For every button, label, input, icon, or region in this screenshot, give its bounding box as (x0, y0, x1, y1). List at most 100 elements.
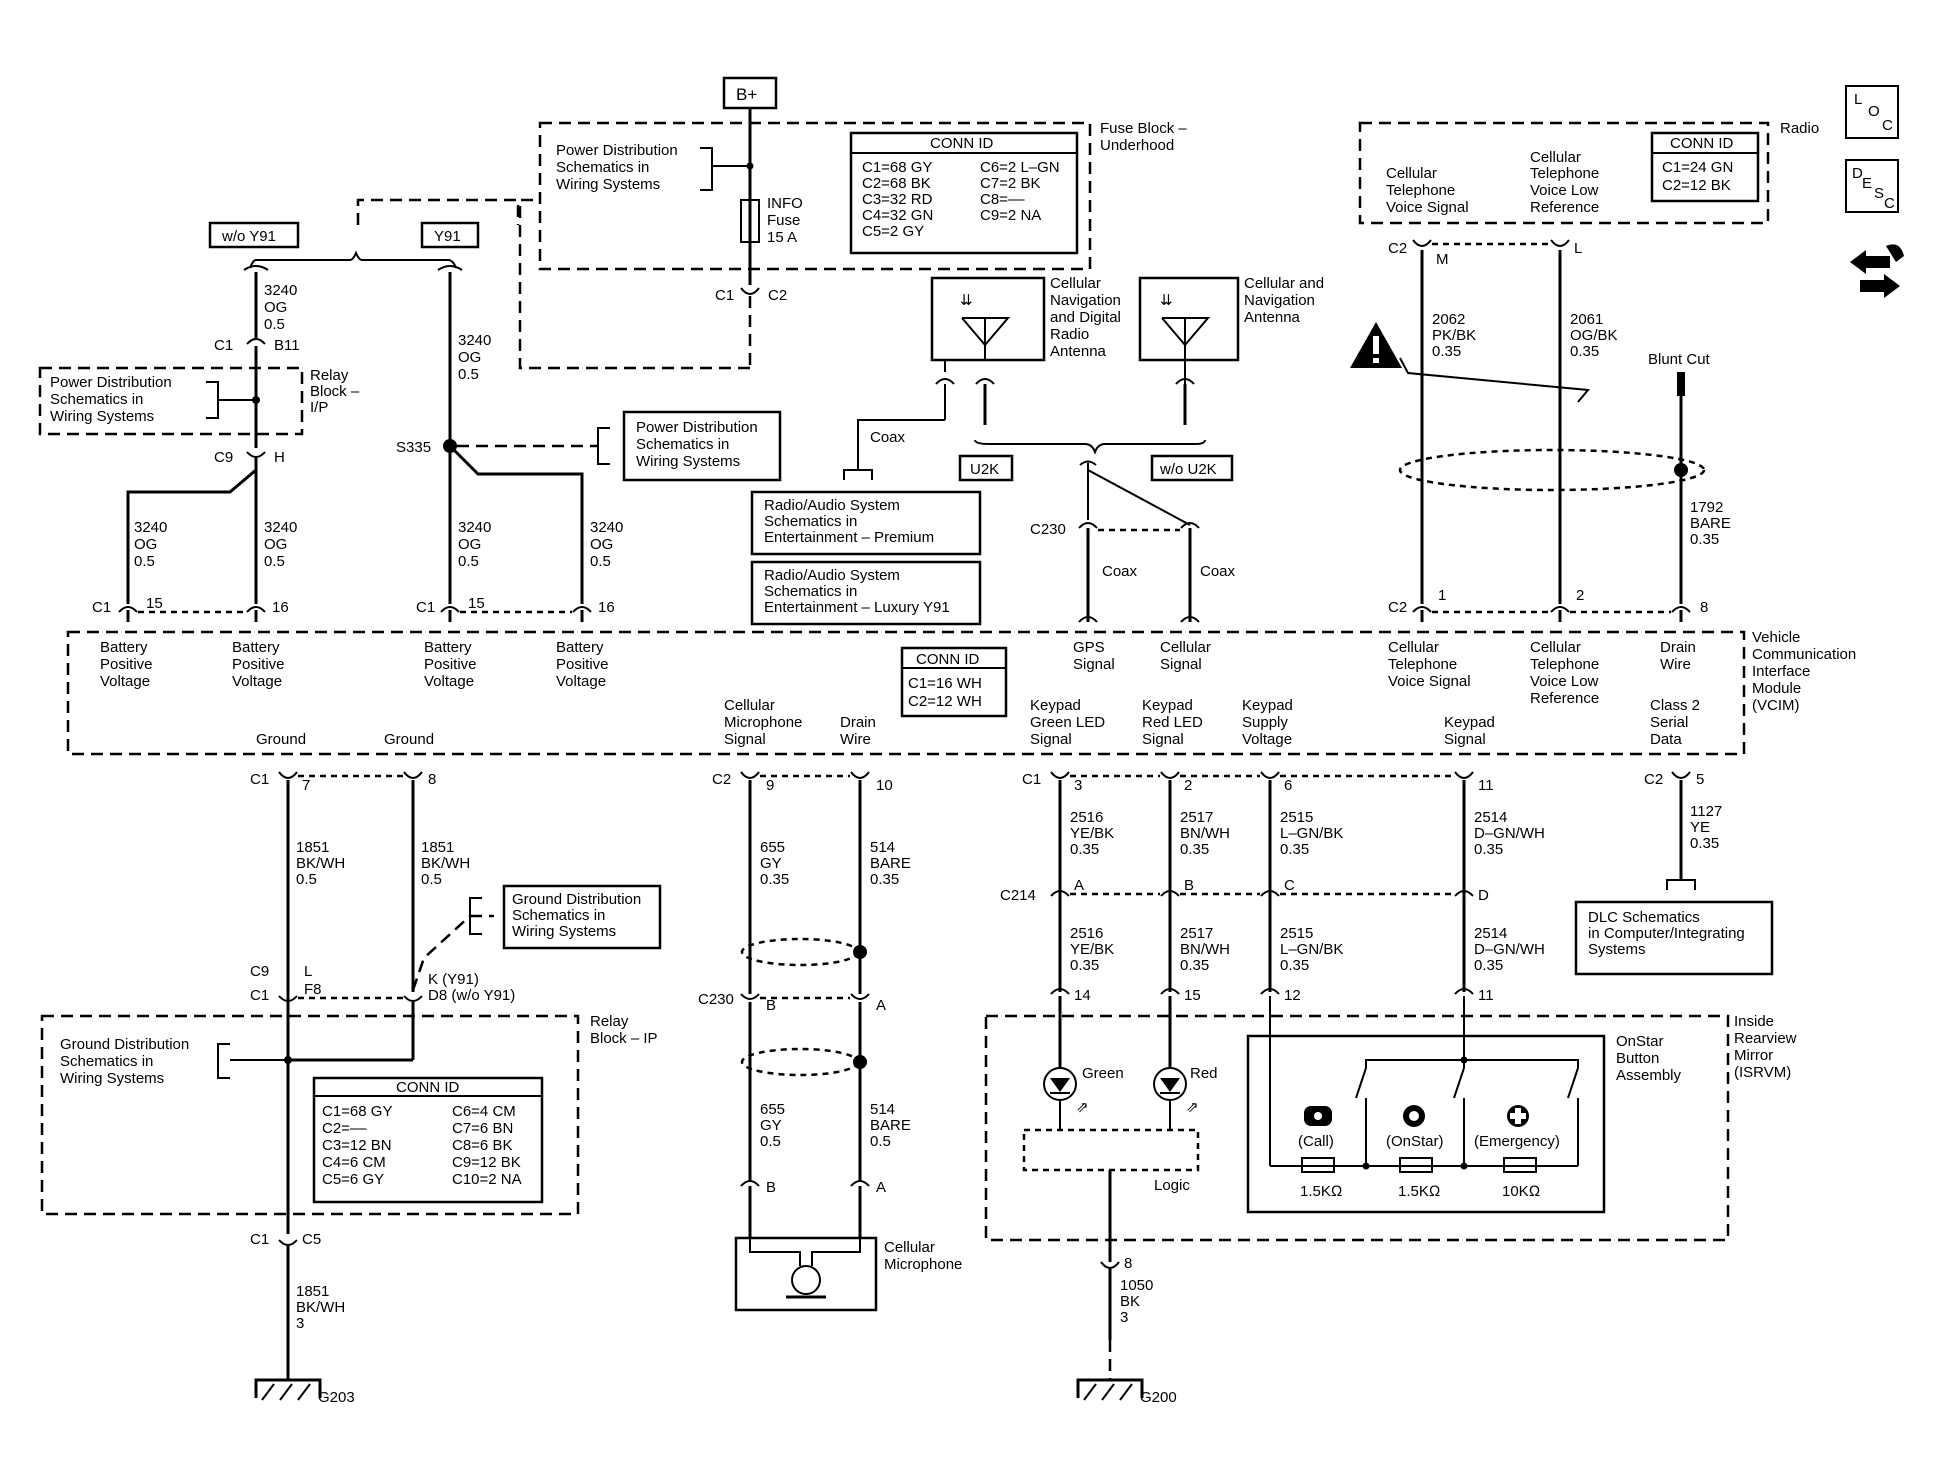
pin-16: 16 (598, 599, 615, 616)
wire-number: 514 (870, 1101, 895, 1118)
splice-ref-3: Wiring Systems (636, 453, 740, 470)
conn-entry: C5=2 GY (862, 223, 924, 240)
fuse-label-2: Fuse (767, 212, 800, 229)
pin-f8: F8 (304, 981, 322, 998)
pin-2: 2 (1576, 587, 1584, 604)
conn-entry: C6=4 CM (452, 1103, 516, 1120)
wire-size: 0.5 (264, 553, 285, 570)
conn-entry: C2=12 WH (908, 693, 982, 710)
pin-6: 6 (1284, 777, 1292, 794)
wire-size: 3 (1120, 1309, 1128, 1326)
wire-color: BN/WH (1180, 825, 1230, 842)
wire-size: 3 (296, 1315, 304, 1332)
wire-number: 2517 (1180, 925, 1213, 942)
pin-11: 11 (1478, 987, 1494, 1004)
resistor-onstar (1399, 1157, 1433, 1173)
ground-g200: G200 (1140, 1389, 1177, 1406)
onstar-label: OnStar (1616, 1033, 1664, 1050)
vcim-title: Communication (1752, 646, 1856, 663)
antenna-label: Antenna (1244, 309, 1301, 326)
fuse-ref-2: Schematics in (556, 159, 649, 176)
ground-label: Ground (256, 731, 306, 748)
vcim-title: Vehicle (1752, 629, 1800, 646)
wire-color: L–GN/BK (1280, 825, 1343, 842)
wire-number: 2514 (1474, 809, 1507, 826)
pin-12: 12 (1284, 987, 1301, 1004)
battery-label: Positive (556, 656, 609, 673)
vcim-pin-label: Voice Signal (1388, 673, 1471, 690)
ref-text: Systems (1588, 941, 1646, 958)
fuse-block-title: Fuse Block – (1100, 120, 1187, 137)
vcim-pin-label: Serial (1650, 714, 1688, 731)
pin-8: 8 (1700, 599, 1708, 616)
ref-text: Ground Distribution (60, 1036, 189, 1053)
pin-b: B (766, 997, 776, 1014)
wire-size: 0.35 (1180, 957, 1209, 974)
wire-size: 0.5 (760, 1133, 781, 1150)
pin-8: 8 (1124, 1255, 1132, 1272)
conn-entry: C2=12 BK (1662, 177, 1731, 194)
wire-color: OG/BK (1570, 327, 1618, 344)
keypad-circuit: C1 3 2 6 11 2516 YE/BK 0.35 2517 BN/WH 0… (1000, 771, 1545, 1004)
conn-entry: C4=32 GN (862, 207, 933, 224)
relay-ref-1: Power Distribution (50, 374, 172, 391)
wire-size: 0.5 (421, 871, 442, 888)
call-label: (Call) (1298, 1133, 1334, 1150)
antenna-label: Radio (1050, 326, 1089, 343)
microphone-label: Cellular (884, 1239, 935, 1256)
conn-entry: C6=2 L–GN (980, 159, 1060, 176)
pin-c2: C2 (1388, 599, 1407, 616)
cell-signal-label: Cellular (1160, 639, 1211, 656)
wire-color: OG (134, 536, 157, 553)
pin-14: 14 (1074, 987, 1091, 1004)
connector-tool-icon[interactable] (1850, 244, 1904, 298)
resistor-value: 1.5KΩ (1300, 1183, 1342, 1200)
wire-color: OG (590, 536, 613, 553)
wire-color: D–GN/WH (1474, 941, 1545, 958)
isrvm-module: Inside Rearview Mirror (ISRVM) Green Red… (984, 996, 1797, 1406)
conn-entry: C7=2 BK (980, 175, 1040, 192)
radio-module: Radio Cellular Telephone Voice Signal Ce… (1350, 120, 1819, 707)
wire-number: 1851 (421, 839, 454, 856)
ref-text: Schematics in (60, 1053, 153, 1070)
antenna-label: Cellular and (1244, 275, 1324, 292)
battery-label: Battery (232, 639, 280, 656)
wire-color: GY (760, 855, 782, 872)
microphone-label: Microphone (884, 1256, 962, 1273)
pin-c1: C1 (250, 771, 269, 788)
ground-g203: G203 (318, 1389, 355, 1406)
vcim-pin-label: Wire (840, 731, 871, 748)
vcim-pin-label: Green LED (1030, 714, 1105, 731)
b-plus-label: B+ (736, 85, 757, 104)
location-icon[interactable] (1845, 85, 1899, 139)
option-u2k: U2K (970, 461, 999, 478)
conn-entry: C10=2 NA (452, 1171, 522, 1188)
radio-audio-refs: Radio/Audio System Schematics in Enterta… (750, 490, 982, 626)
pin-15: 15 (468, 595, 485, 612)
vcim-pin-label: Data (1650, 731, 1682, 748)
pin-2: 2 (1184, 777, 1192, 794)
vcim-pin-label: Wire (1660, 656, 1691, 673)
wire-color: BK/WH (296, 1299, 345, 1316)
vcim-pin-label: Signal (1444, 731, 1486, 748)
wire-color: BK/WH (296, 855, 345, 872)
relay-title-1: Relay (310, 367, 349, 384)
conn-entry: C8=6 BK (452, 1137, 512, 1154)
wire-color: OG (264, 299, 287, 316)
wire-size: 0.35 (1690, 531, 1719, 548)
wire-number: 3240 (590, 519, 623, 536)
ground-symbol-g200 (1076, 1378, 1144, 1398)
resistor-emergency (1503, 1157, 1537, 1173)
relay-conn-title: CONN ID (396, 1079, 460, 1096)
coax-label: Coax (1200, 563, 1236, 580)
battery-label: Positive (232, 656, 285, 673)
battery-label: Positive (100, 656, 153, 673)
resistor-value: 10KΩ (1502, 1183, 1540, 1200)
light-icon: ⇗ (1186, 1099, 1199, 1116)
ref-text: in Computer/Integrating (1588, 925, 1745, 942)
description-icon[interactable] (1845, 159, 1899, 213)
vcim-pin-label: Signal (724, 731, 766, 748)
option-wo-y91: w/o Y91 (221, 228, 276, 245)
radio-conn-title: CONN ID (1670, 135, 1734, 152)
battery-label: Battery (556, 639, 604, 656)
